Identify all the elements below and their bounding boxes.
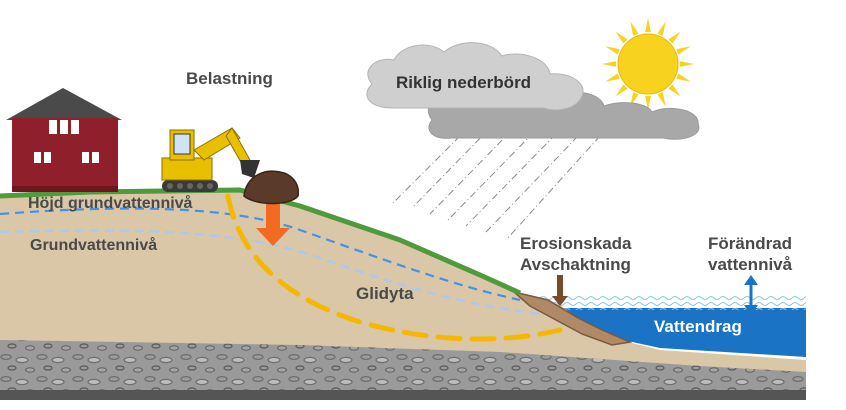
- load-arrow: [256, 203, 290, 246]
- water-body: [560, 308, 806, 357]
- label-belastning: Belastning: [186, 69, 273, 88]
- sun-ray: [657, 92, 666, 107]
- excavator-icon: [161, 127, 260, 192]
- sun-ray: [645, 95, 651, 110]
- sun-ray: [668, 31, 681, 44]
- sun-ray: [645, 18, 651, 33]
- raised-water-level: [540, 294, 806, 310]
- label-avschaktning: Avschaktning: [520, 255, 631, 274]
- label-erosionskada: Erosionskada: [520, 234, 632, 253]
- sun-ray: [668, 84, 681, 97]
- boulder-icon: [243, 170, 300, 205]
- raised-groundwater-line: [0, 207, 521, 302]
- sun-ray: [605, 73, 620, 82]
- label-hojd-grundvattenniva: Höjd grundvattennivå: [28, 195, 193, 212]
- bedrock-base: [0, 390, 806, 400]
- sun-ray: [602, 61, 617, 67]
- sun-ray: [615, 31, 628, 44]
- label-grundvattenniva: Grundvattennivå: [30, 237, 158, 254]
- label-forandrad-vattenniva: Förändrad vattennivå: [708, 233, 792, 275]
- erosion-arrow: [552, 275, 568, 306]
- sun-ray: [657, 21, 666, 36]
- label-erosion: Erosionskada Avschaktning: [520, 233, 632, 275]
- slip-surface-line: [225, 193, 563, 342]
- label-forandrad: Förändrad: [708, 234, 793, 253]
- water-level-arrow: [744, 275, 758, 315]
- sun-ray: [676, 46, 691, 55]
- sun-ray: [605, 46, 620, 55]
- rain-lines: [391, 125, 601, 241]
- sun-ray: [615, 84, 628, 97]
- label-vattenniva: vattennivå: [708, 255, 793, 274]
- light-cloud-icon: [366, 42, 584, 111]
- erosion-scar: [513, 291, 633, 346]
- label-glidyta: Glidyta: [356, 284, 414, 303]
- house-icon: [6, 88, 122, 192]
- sun-ray: [630, 21, 639, 36]
- groundwater-line: [0, 229, 541, 316]
- sun-ray: [679, 61, 694, 67]
- sun-ray: [676, 73, 691, 82]
- label-riklig-nederbord: Riklig nederbörd: [396, 73, 532, 92]
- label-vattendrag: Vattendrag: [654, 317, 742, 336]
- sun-icon: [602, 18, 694, 110]
